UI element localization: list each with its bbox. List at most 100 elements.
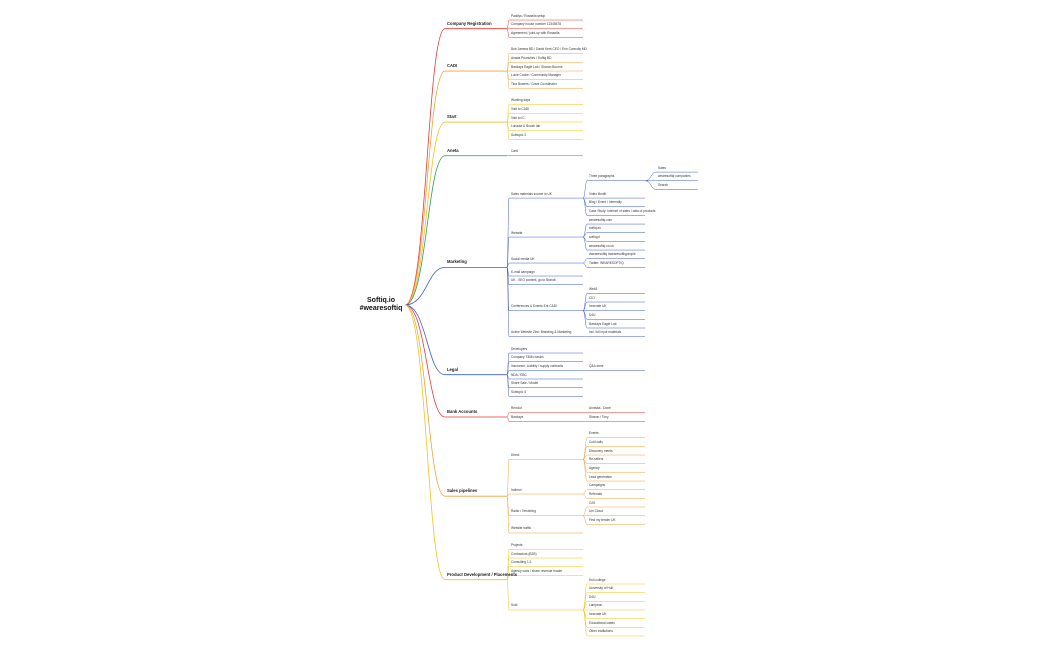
subtopic-working-days[interactable]: Working days [511, 98, 531, 103]
connector-line [582, 258, 588, 264]
subtopic-social-media-uk[interactable]: Social media UK [511, 256, 535, 261]
subtopic-active-website-zinc-branding-mar[interactable]: Active Website Zinc: Branding & Marketin… [511, 330, 572, 335]
subtopic-barclays-eagle-lab-sharon-bourne[interactable]: Barclays Eagle Lab / Sharon Bourne [511, 64, 563, 69]
subtopic-conferences-events-ent-cadi[interactable]: Conferences & Events Ent CADI [511, 304, 557, 309]
subtopic-tina-bowers-grant-coordinator[interactable]: Tina Bowers / Grant Coordinator [511, 81, 557, 86]
subtopic-incl-full-input-materials[interactable]: incl. full input materials [589, 330, 622, 335]
branch-topic-product-development-placements[interactable]: Product Development / Placements [447, 571, 518, 577]
subtopic-company-house-number-12345678[interactable]: Company house number 12345678 [511, 22, 561, 27]
subtopic-wearesoftiq-companies[interactable]: wearesoftiq companies [658, 174, 691, 179]
branch-topic-bank-accounts[interactable]: Bank Accounts [447, 409, 478, 415]
subtopic-university-of-hull[interactable]: University of Hull [589, 586, 613, 591]
subtopic-softiq-pl[interactable]: softiq.pl [589, 234, 600, 239]
subtopic-anniska-done[interactable]: Anniska - Done [589, 406, 611, 411]
subtopic-barclays-eagle-lab[interactable]: Barclays Eagle Lab [589, 321, 617, 326]
subtopic-find-my-tender-uk[interactable]: Find my tender UK [589, 517, 616, 522]
subtopic-events[interactable]: Events [589, 431, 599, 436]
subtopic-search[interactable]: Search [658, 182, 669, 187]
branch-topic-marketing[interactable]: Marketing [447, 259, 467, 265]
subtopic-referrals[interactable]: Referrals [589, 491, 602, 496]
connector-line [506, 267, 510, 337]
subtopic-blog-event-internally[interactable]: Blog / Event / Internally [589, 200, 622, 205]
connector-line [404, 304, 446, 497]
subtopic-e-mail-campaign[interactable]: E-mail campaign [511, 269, 535, 274]
subtopic-hull-college[interactable]: Hull college [589, 577, 606, 582]
branch-topic-cadi[interactable]: CADI [447, 63, 458, 69]
subtopic-ojs[interactable]: OJS [589, 500, 596, 505]
connector-line [582, 310, 588, 329]
subtopic-q-a-done[interactable]: Q&A done [589, 363, 604, 368]
subtopic-sharon-tony[interactable]: Sharon / Tony [589, 414, 609, 419]
branch-topic-legal[interactable]: Legal [447, 366, 458, 372]
connector-line [404, 155, 446, 306]
subtopic-uni-cloud[interactable]: Uni Cloud [589, 509, 603, 514]
connector-line [644, 171, 657, 182]
branch-topic-start[interactable]: Start [447, 114, 457, 120]
subtopic-subtopic-4[interactable]: Subtopic 4 [511, 389, 527, 394]
subtopic-radio-tendering[interactable]: Radio / Tendering [511, 509, 536, 514]
subtopic-visit-to-cadi[interactable]: Visit to CADI [511, 106, 530, 111]
subtopic-lunavia-boosh-lab[interactable]: Lunavia & Boosh lab [511, 124, 541, 129]
subtopic-sales-materials-source-in-uk[interactable]: Sales materials source in UK [511, 191, 552, 196]
subtopic-revolut[interactable]: Revolut [511, 406, 522, 411]
subtopic-case-study-internet-of-sales-dat[interactable]: Case Study: Internet of sales / data of … [589, 208, 656, 213]
subtopic-sales[interactable]: Sales [658, 165, 666, 170]
subtopic-cold-calls[interactable]: Cold calls [589, 439, 603, 444]
subtopic-card[interactable]: Card [511, 149, 518, 154]
connector-line [582, 489, 588, 495]
subtopic-cio[interactable]: CIO [589, 295, 595, 300]
branch-topic-sales-pipelines[interactable]: Sales pipelines [447, 488, 478, 494]
central-topic[interactable]: Softiq.io #wearesoftiq [359, 297, 403, 313]
branch-topic-aneta[interactable]: Aneta [447, 147, 459, 153]
subtopic-innovate-uk[interactable]: Innovate UK [589, 304, 607, 309]
subtopic-consulting-1-1[interactable]: Consulting 1:1 [511, 560, 532, 565]
subtopic-campaigns[interactable]: Campaigns [589, 483, 606, 488]
subtopic-educational-cases[interactable]: Educational cases [589, 620, 615, 625]
subtopic-innovate-uk[interactable]: Innovate UK [589, 612, 607, 617]
subtopic-insurance-liability-supply-contr[interactable]: Insurance, Liability / supply contracts [511, 363, 564, 368]
subtopic-softiq-eu[interactable]: softiq.eu [589, 226, 602, 231]
subtopic-agreement-joint-op-with-rossella[interactable]: Agreement / joint-op with Rossella [511, 30, 560, 35]
subtopic-visit-to-ic[interactable]: Visit to IC [511, 115, 525, 120]
subtopic-video-bonfit[interactable]: Video Bonfit [589, 191, 607, 196]
subtopic-d4u[interactable]: D4U [589, 312, 596, 317]
subtopic-developers[interactable]: Developers [511, 346, 528, 351]
subtopic-anada-pounchev-softiq-bd[interactable]: Anada Pounchev / Softiq BD [511, 55, 552, 60]
subtopic-discovery-meets[interactable]: Discovery meets [589, 448, 613, 453]
subtopic-share-sale-model[interactable]: Share Sale / Model [511, 381, 539, 386]
subtopic-wearesoftiq-wearesoftiqpeople[interactable]: #wearesoftiq #wearesoftiqpeople [589, 252, 636, 257]
subtopic-re-sellers[interactable]: Re-sellers [589, 457, 604, 462]
subtopic-uk-seo-content-go-to-brandt[interactable]: UK - SEO content, go to Brandt [511, 278, 556, 283]
subtopic-agency-work-share-revenue-model[interactable]: Agency work / share revenue model [511, 568, 562, 573]
branch-topic-company-registration[interactable]: Company Registration [447, 20, 492, 26]
subtopic-website[interactable]: Website [511, 230, 523, 235]
subtopic-contractors-b2b[interactable]: Contractors (B2B) [511, 551, 537, 556]
subtopic-wearesoftiq-com[interactable]: wearesoftiq.com [589, 217, 613, 222]
connector-line [506, 374, 510, 397]
subtopic-company-t-ms-basics[interactable]: Company T&Ms basics [511, 355, 544, 360]
subtopic-agency[interactable]: Agency [589, 465, 600, 470]
subtopic-lucie-cooke-community-manager[interactable]: Lucie Cooke / Community Manager [511, 73, 561, 78]
subtopic-projects[interactable]: Projects [511, 542, 523, 547]
subtopic-direct[interactable]: Direct [511, 452, 520, 457]
subtopic-barclays[interactable]: Barclays [511, 414, 524, 419]
subtopic-twitter-wearesoftiq[interactable]: Twitter: WEARESOFTIQ [589, 260, 624, 265]
subtopic-sold[interactable]: Sold [511, 603, 518, 608]
subtopic-subtopic-3[interactable]: Subtopic 3 [511, 132, 527, 137]
subtopic-lampeon[interactable]: Lampeon [589, 603, 603, 608]
subtopic-d4u[interactable]: D4U [589, 594, 596, 599]
subtopic-web3[interactable]: Web3 [589, 286, 598, 291]
connector-line [506, 236, 510, 268]
subtopic-three-paragraphs[interactable]: Three paragraphs [589, 174, 615, 179]
subtopic-paddys-rossella-setup[interactable]: Paddys / Rossella setup [511, 13, 546, 18]
connector-line [404, 70, 446, 306]
subtopic-wearesoftiq-co-uk[interactable]: wearesoftiq.co.uk [589, 243, 614, 248]
subtopic-lead-generation[interactable]: Lead generation [589, 474, 613, 479]
connector-line [506, 579, 510, 611]
subtopic-bob-jamma-bd-david-kent-ceo-erin[interactable]: Bob Jamma BD / David Kent CEO / Erin Con… [511, 47, 587, 52]
subtopic-nda-ebc[interactable]: NDA / EBC [511, 372, 527, 377]
subtopic-website-traffic[interactable]: Website traffic [511, 526, 532, 531]
subtopic-indirect[interactable]: Indirect [511, 487, 522, 492]
subtopic-other-institutions[interactable]: Other institutions [589, 629, 613, 634]
